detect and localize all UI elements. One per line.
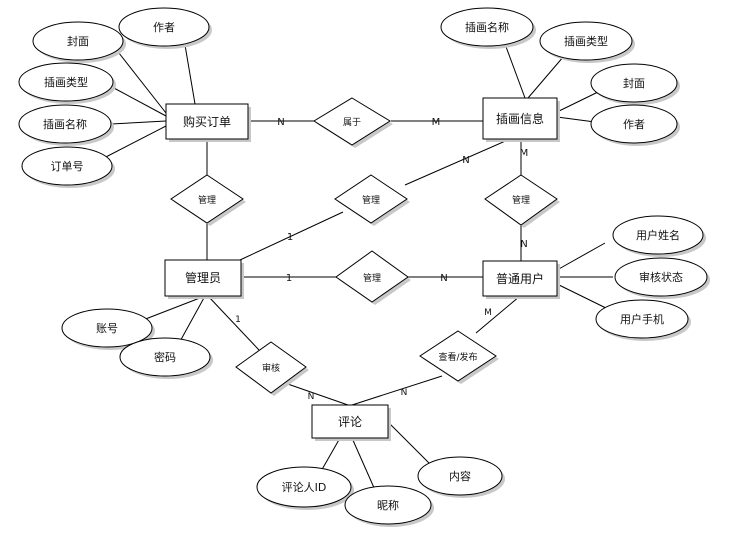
entity-admin: 管理员: [164, 259, 244, 299]
edge-nu-name: [556, 242, 606, 271]
edge-review-cm: [281, 381, 349, 406]
rel-view-publish: 查看/发布: [419, 330, 499, 384]
attr-po-cover-label: 封面: [67, 34, 89, 48]
rel-review-label: 审核: [262, 362, 280, 374]
relationships: 属于 管理 管理 管理 管理 审核 查看: [170, 97, 560, 396]
entity-normal-user-label: 普通用户: [496, 271, 544, 286]
attr-po-type-label: 插画类型: [44, 75, 88, 89]
entity-normal-user: 普通用户: [482, 260, 560, 299]
edge-cm-content: [387, 421, 434, 468]
entity-admin-label: 管理员: [185, 270, 221, 285]
attr-il-cover: 封面: [590, 63, 680, 105]
attr-nu-phone-label: 用户手机: [620, 312, 664, 326]
rel-view-publish-label: 查看/发布: [438, 351, 477, 363]
rel-manage-user-illus: 管理: [484, 174, 560, 228]
attr-il-name: 插画名称: [440, 7, 536, 49]
edge-po-author: [184, 44, 196, 105]
attr-cm-nickname: 昵称: [344, 485, 434, 527]
attr-admin-account: 账号: [61, 308, 155, 350]
rel-belongs-label: 属于: [343, 117, 361, 128]
attr-il-type: 插画类型: [539, 21, 635, 63]
edge-admin-password: [177, 295, 206, 346]
edge-manage2-il: [404, 138, 511, 186]
attr-il-cover-label: 封面: [623, 76, 645, 90]
edge-nu-phone: [556, 283, 611, 311]
edges: [99, 43, 613, 491]
card-illus-admin: N: [462, 155, 469, 166]
attr-il-type-label: 插画类型: [564, 34, 608, 48]
attr-po-cover: 封面: [32, 21, 126, 63]
attr-il-name-label: 插画名称: [465, 20, 509, 34]
attr-il-author: 作者: [590, 104, 680, 146]
attr-po-name: 插画名称: [18, 104, 114, 146]
rel-manage-user-label: 管理: [363, 272, 381, 284]
attr-cm-commenter: 评论人ID: [256, 466, 354, 510]
rel-manage-user-illus-label: 管理: [512, 194, 530, 206]
attr-cm-content-label: 内容: [449, 469, 471, 483]
edge-po-name: [110, 120, 167, 125]
edge-po-type: [111, 86, 167, 117]
edge-po-cover: [114, 47, 167, 114]
attr-po-author: 作者: [118, 7, 212, 49]
edge-admin-review: [207, 295, 260, 351]
edge-admin-account: [142, 295, 206, 321]
attr-cm-commenter-label: 评论人ID: [282, 480, 327, 494]
attr-po-orderno: 订单号: [21, 146, 115, 188]
attr-po-author-label: 作者: [153, 21, 175, 34]
card-po-belongs: N: [277, 117, 284, 128]
card-cm-view: N: [401, 388, 408, 398]
attr-nu-review: 审核状态: [614, 257, 710, 299]
card-admin-illus: 1: [287, 232, 293, 243]
attributes: 封面 作者 插画类型 插画名称 订单号 插画名称: [18, 7, 710, 527]
edge-cm-view: [351, 375, 443, 406]
card-il-mgmt: M: [520, 148, 529, 159]
entity-illustration-info-label: 插画信息: [496, 111, 544, 126]
card-admin-review: 1: [235, 315, 241, 325]
attr-nu-phone: 用户手机: [595, 299, 691, 341]
entity-purchase-order-label: 购买订单: [183, 114, 231, 129]
edge-il-name: [504, 43, 526, 99]
entity-illustration-info: 插画信息: [482, 97, 560, 142]
entity-purchase-order: 购买订单: [165, 103, 251, 142]
attr-nu-name: 用户姓名: [612, 215, 706, 257]
attr-nu-name-label: 用户姓名: [636, 228, 680, 242]
rel-belongs: 属于: [313, 97, 393, 148]
attr-po-name-label: 插画名称: [43, 117, 87, 131]
rel-manage-illus-label: 管理: [362, 194, 380, 206]
rel-manage-order-label: 管理: [198, 194, 216, 206]
edge-il-cover: [556, 91, 599, 113]
edge-cm-nickname: [351, 437, 376, 491]
rel-manage-order: 管理: [170, 174, 246, 226]
card-belongs-il: M: [432, 117, 441, 128]
attr-nu-review-label: 审核状态: [639, 270, 683, 284]
attr-po-orderno-label: 订单号: [51, 160, 84, 173]
cardinalities: N M 1 N M N 1 N 1 N N M: [235, 117, 528, 402]
card-nu-mgmt: N: [520, 239, 527, 250]
card-view-user: M: [484, 308, 492, 318]
entity-comment: 评论: [311, 404, 391, 441]
edge-cm-commenter: [319, 437, 341, 474]
entities: 购买订单 插画信息 管理员 普通用户 评论: [164, 97, 560, 441]
card-admin-user: 1: [286, 273, 292, 284]
rel-review: 审核: [235, 341, 309, 396]
card-review-cm: N: [308, 392, 315, 402]
edge-il-author: [556, 116, 596, 123]
edge-view-nu: [475, 295, 521, 334]
attr-admin-password: 密码: [119, 337, 213, 379]
edge-il-type: [527, 55, 565, 99]
attr-po-type: 插画类型: [18, 62, 116, 104]
edge-po-orderno: [99, 125, 167, 161]
rel-manage-user: 管理: [335, 250, 411, 305]
rel-manage-illus: 管理: [334, 174, 410, 226]
attr-admin-password-label: 密码: [154, 350, 176, 364]
edge-admin-manage2: [239, 211, 344, 261]
entity-comment-label: 评论: [338, 415, 362, 429]
attr-admin-account-label: 账号: [96, 322, 118, 335]
card-user-admin: N: [440, 273, 447, 284]
attr-cm-content: 内容: [417, 456, 505, 498]
attr-il-author-label: 作者: [623, 118, 645, 131]
attr-cm-nickname-label: 昵称: [377, 498, 399, 512]
